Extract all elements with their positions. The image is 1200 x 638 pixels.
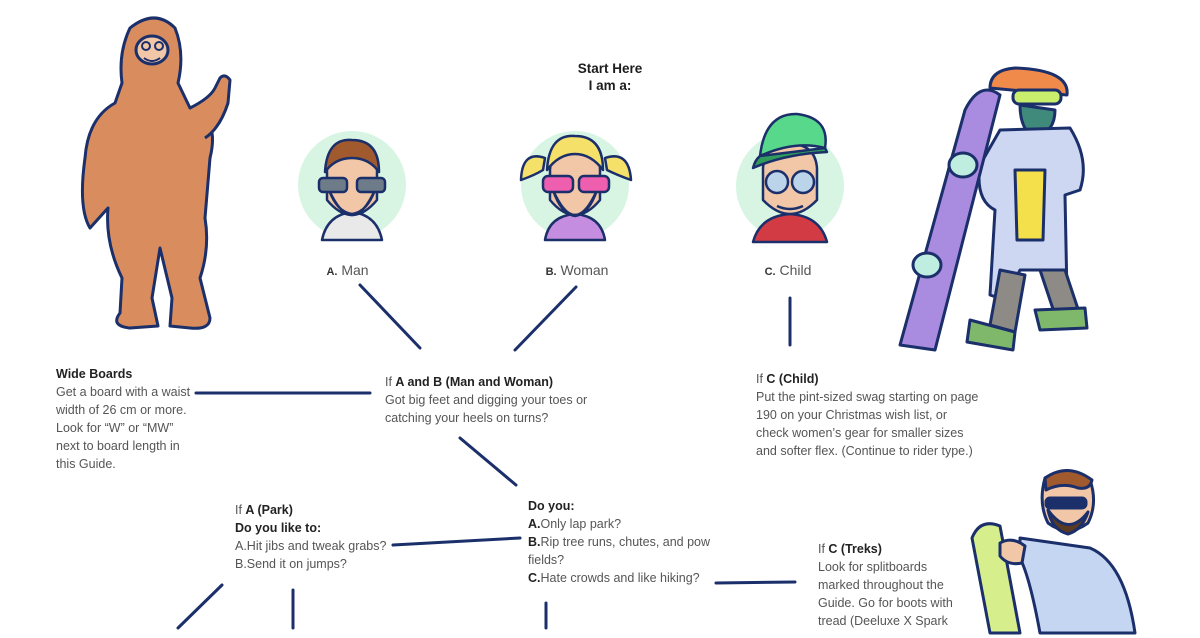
option-child-letter: C. [764,266,776,278]
connector-man-to-ab [358,283,422,350]
connector-park-left [176,583,224,630]
option-child[interactable]: C. Child [738,262,838,278]
if-ab-condition: A and B (Man and Woman) [395,375,554,389]
if-park-prefix: If [235,503,246,517]
if-park-item-a: A.Hit jibs and tweak grabs? [235,539,387,553]
wide-boards-block: Wide Boards Get a board with a waist wid… [56,365,196,473]
if-park-condition: A (Park) [245,503,293,517]
if-treks-block: If C (Treks) Look for splitboards marked… [818,540,958,630]
if-treks-prefix: If [818,542,829,556]
snowboarder-illustration [898,66,1089,352]
option-man-letter: A. [326,266,338,278]
bigfoot-illustration [80,16,232,330]
start-line1: Start Here [577,61,643,76]
if-treks-body: Look for splitboards marked throughout t… [818,560,953,628]
do-you-title: Do you: [528,499,575,513]
connector-doyou-to-treks [714,580,797,585]
if-ab-body: Got big feet and digging your toes or ca… [385,393,588,425]
if-ab-block: If A and B (Man and Woman) Got big feet … [385,373,605,427]
connector-woman-to-ab [513,285,578,352]
if-child-body: Put the pint-sized swag starting on page… [756,390,979,458]
if-treks-condition: C (Treks) [828,542,882,556]
if-child-prefix: If [756,372,767,386]
woman-avatar [519,131,633,242]
if-park-block: If A (Park) Do you like to: A.Hit jibs a… [235,501,400,573]
man-avatar [298,131,406,242]
connector-ab-to-doyou [458,436,518,487]
option-woman-letter: B. [545,266,557,278]
start-line2: I am a: [588,78,632,93]
option-woman-label: Woman [560,262,609,278]
option-woman[interactable]: B. Woman [527,262,627,278]
do-you-item-c: C.Hate crowds and like hiking? [528,571,700,585]
if-park-question: Do you like to: [235,521,322,535]
if-park-item-b: B.Send it on jumps? [235,557,347,571]
do-you-item-b: B.Rip tree runs, chutes, and pow fields? [528,535,711,567]
wide-boards-title: Wide Boards [56,367,133,381]
option-child-label: Child [779,262,812,278]
do-you-block: Do you: A.Only lap park? B.Rip tree runs… [528,497,713,587]
connector-doyou-to-park [391,536,522,547]
if-ab-prefix: If [385,375,396,389]
start-heading: Start Here I am a: [520,60,700,94]
if-child-block: If C (Child) Put the pint-sized swag sta… [756,370,981,460]
option-man[interactable]: A. Man [300,262,395,278]
do-you-item-a: A.Only lap park? [528,517,622,531]
child-avatar [736,112,844,244]
splitboarder-illustration [970,469,1137,635]
option-man-label: Man [341,262,369,278]
wide-boards-body: Get a board with a waist width of 26 cm … [56,385,191,471]
if-child-condition: C (Child) [766,372,819,386]
